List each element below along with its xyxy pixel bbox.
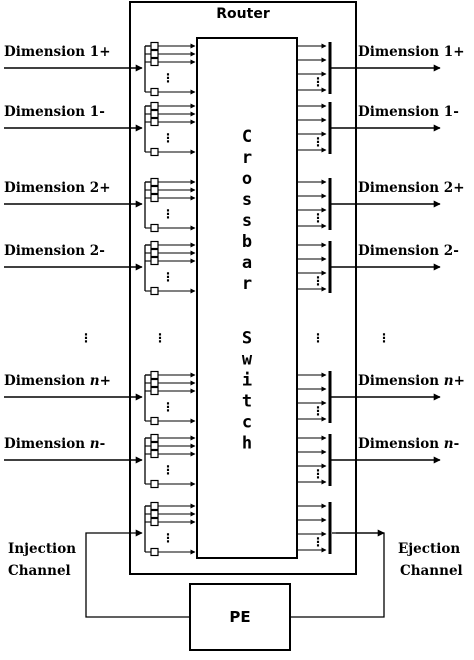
input-dimension-label: Dimension n+ [4, 373, 111, 389]
input-vc-ellipsis: ⋮ [162, 270, 174, 284]
input-buffer [150, 256, 159, 266]
router-title: Router [216, 6, 270, 22]
input-buffer [150, 101, 159, 111]
crossbar-label-letter: s [242, 211, 252, 231]
output-vc-ellipsis: ⋮ [312, 274, 324, 288]
crossbar-label-letter: w [242, 350, 253, 370]
input-buffer [150, 57, 159, 67]
input-buffer [150, 49, 159, 59]
router-box [129, 1, 357, 575]
port-group: ⋮⋮ [4, 433, 441, 489]
input-buffer [150, 41, 159, 51]
input-buffer [150, 501, 159, 511]
pe-port-group: ⋮⋮ [144, 501, 332, 557]
input-buffer [150, 185, 159, 195]
port-groups: ⋮⋮Dimension 1+Dimension 1+⋮⋮Dimension 1-… [4, 41, 465, 557]
input-buffer [150, 509, 159, 519]
crossbar-label-letter: c [242, 413, 252, 433]
injection-channel-line [85, 529, 190, 618]
input-vc-ellipsis: ⋮ [162, 71, 174, 85]
port-group: ⋮⋮ [4, 370, 441, 426]
input-buffer [150, 223, 159, 233]
input-dimension-label: Dimension 1- [4, 104, 105, 120]
output-dimension-label: Dimension 1+ [358, 44, 465, 60]
input-buffer [150, 378, 159, 388]
input-buffer [150, 386, 159, 396]
input-buffer [150, 147, 159, 157]
input-buffer [150, 517, 159, 527]
output-dimension-label: Dimension n+ [358, 373, 465, 389]
input-buffer [150, 177, 159, 187]
port-group: ⋮⋮ [4, 177, 441, 233]
port-group: ⋮⋮ [4, 101, 441, 157]
crossbar-label-letter: i [242, 371, 252, 391]
input-vc-ellipsis: ⋮ [162, 531, 174, 545]
ejection-label-line2: Channel [400, 563, 463, 579]
port-group: ⋮⋮ [4, 240, 441, 296]
crossbar-label-letter: h [242, 434, 252, 454]
crossbar-label-letter: r [242, 274, 252, 294]
ellipsis-left: ⋮ [80, 331, 92, 345]
input-buffer [150, 441, 159, 451]
injection-label-line1: Injection [8, 541, 76, 557]
crossbar-label-letter: t [242, 392, 252, 412]
input-buffer [150, 449, 159, 459]
crossbar-label-letter: s [242, 190, 252, 210]
input-buffer [150, 547, 159, 557]
crossbar-switch [196, 37, 298, 559]
output-dimension-label: Dimension 2+ [358, 180, 465, 196]
output-dimension-label: Dimension 2- [358, 243, 459, 259]
output-vc-ellipsis: ⋮ [312, 535, 324, 549]
ellipsis-output: ⋮ [312, 331, 324, 345]
input-vc-ellipsis: ⋮ [162, 207, 174, 221]
input-buffer [150, 479, 159, 489]
port-group: ⋮⋮ [4, 41, 441, 97]
injection-label-line2: Channel [8, 563, 71, 579]
ellipsis-right: ⋮ [378, 331, 390, 345]
crossbar-label-letter: b [242, 232, 252, 252]
input-dimension-label: Dimension 1+ [4, 44, 111, 60]
input-dimension-label: Dimension n- [4, 436, 105, 452]
input-buffer [150, 109, 159, 119]
input-vc-ellipsis: ⋮ [162, 131, 174, 145]
output-vc-ellipsis: ⋮ [312, 211, 324, 225]
input-dimension-label: Dimension 2+ [4, 180, 111, 196]
output-vc-ellipsis: ⋮ [312, 135, 324, 149]
input-buffer [150, 117, 159, 127]
input-buffer [150, 240, 159, 250]
output-vc-ellipsis: ⋮ [312, 75, 324, 89]
output-vc-ellipsis: ⋮ [312, 404, 324, 418]
crossbar-label-letter: o [242, 169, 252, 189]
crossbar-label-letter: r [242, 148, 252, 168]
input-buffer [150, 248, 159, 258]
crossbar-label-letter: C [242, 127, 252, 147]
input-buffer [150, 286, 159, 296]
output-dimension-label: Dimension n- [358, 436, 459, 452]
input-buffer [150, 370, 159, 380]
input-buffer [150, 433, 159, 443]
ellipsis-input: ⋮ [154, 331, 166, 345]
input-vc-ellipsis: ⋮ [162, 400, 174, 414]
input-buffer [150, 87, 159, 97]
input-buffer [150, 193, 159, 203]
input-buffer [150, 416, 159, 426]
pe-label: PE [229, 608, 250, 626]
ellipsis-row: ⋮ ⋮ ⋮ ⋮ [80, 331, 390, 345]
input-dimension-label: Dimension 2- [4, 243, 105, 259]
output-vc-ellipsis: ⋮ [312, 467, 324, 481]
input-vc-ellipsis: ⋮ [162, 463, 174, 477]
ejection-label-line1: Ejection [398, 541, 460, 557]
crossbar-label-letter: a [242, 253, 252, 273]
output-dimension-label: Dimension 1- [358, 104, 459, 120]
crossbar-label-letter: S [242, 329, 252, 349]
